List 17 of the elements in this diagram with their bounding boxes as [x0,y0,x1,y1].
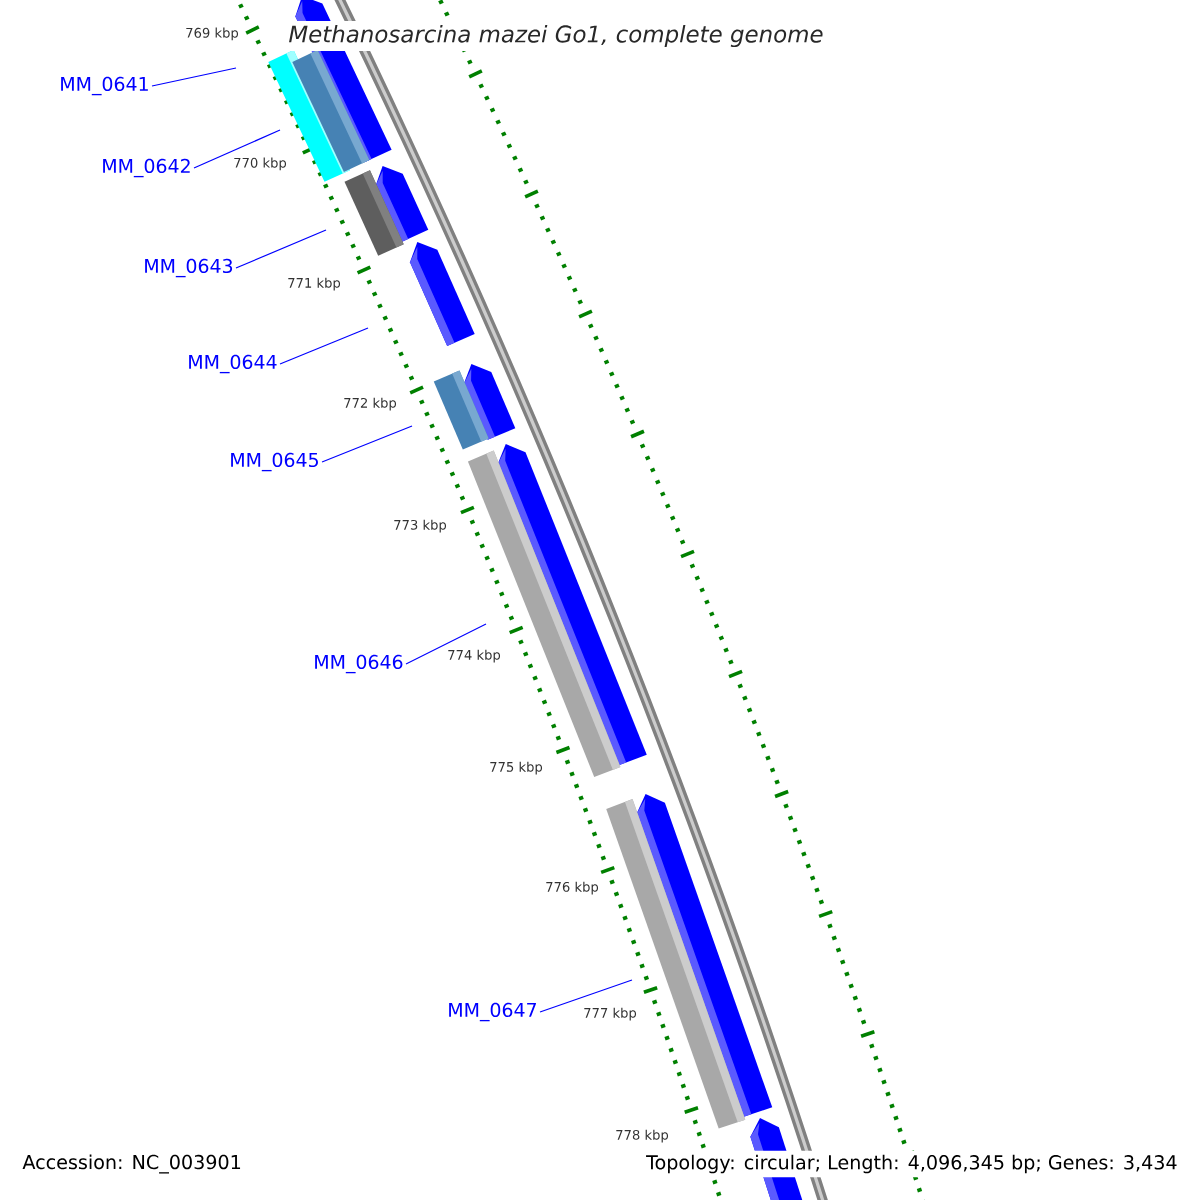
leader-line [235,229,327,269]
gene-label: MM_0647 [449,1002,536,1022]
leader-line [279,327,369,365]
gene-label: MM_0645 [231,452,318,472]
gene-label: MM_0642 [103,158,190,178]
footer-text: Accession: NC_003901 [18,1150,246,1178]
gene-label: MM_0641 [61,76,148,96]
title: Methanosarcina mazei Go1, complete genome [284,20,828,52]
leader-line [321,425,413,463]
gene-label: MM_0646 [315,654,403,674]
leader-line [193,129,281,169]
leader-line [539,979,633,1013]
gene-label: MM_0644 [189,354,277,374]
gene-label: MM_0643 [145,258,233,278]
leader-line [151,67,237,87]
footer-text: Topology: circular; Length: 4,096,345 bp; Genes: 3,434 [642,1150,1182,1178]
leader-line [405,623,487,665]
